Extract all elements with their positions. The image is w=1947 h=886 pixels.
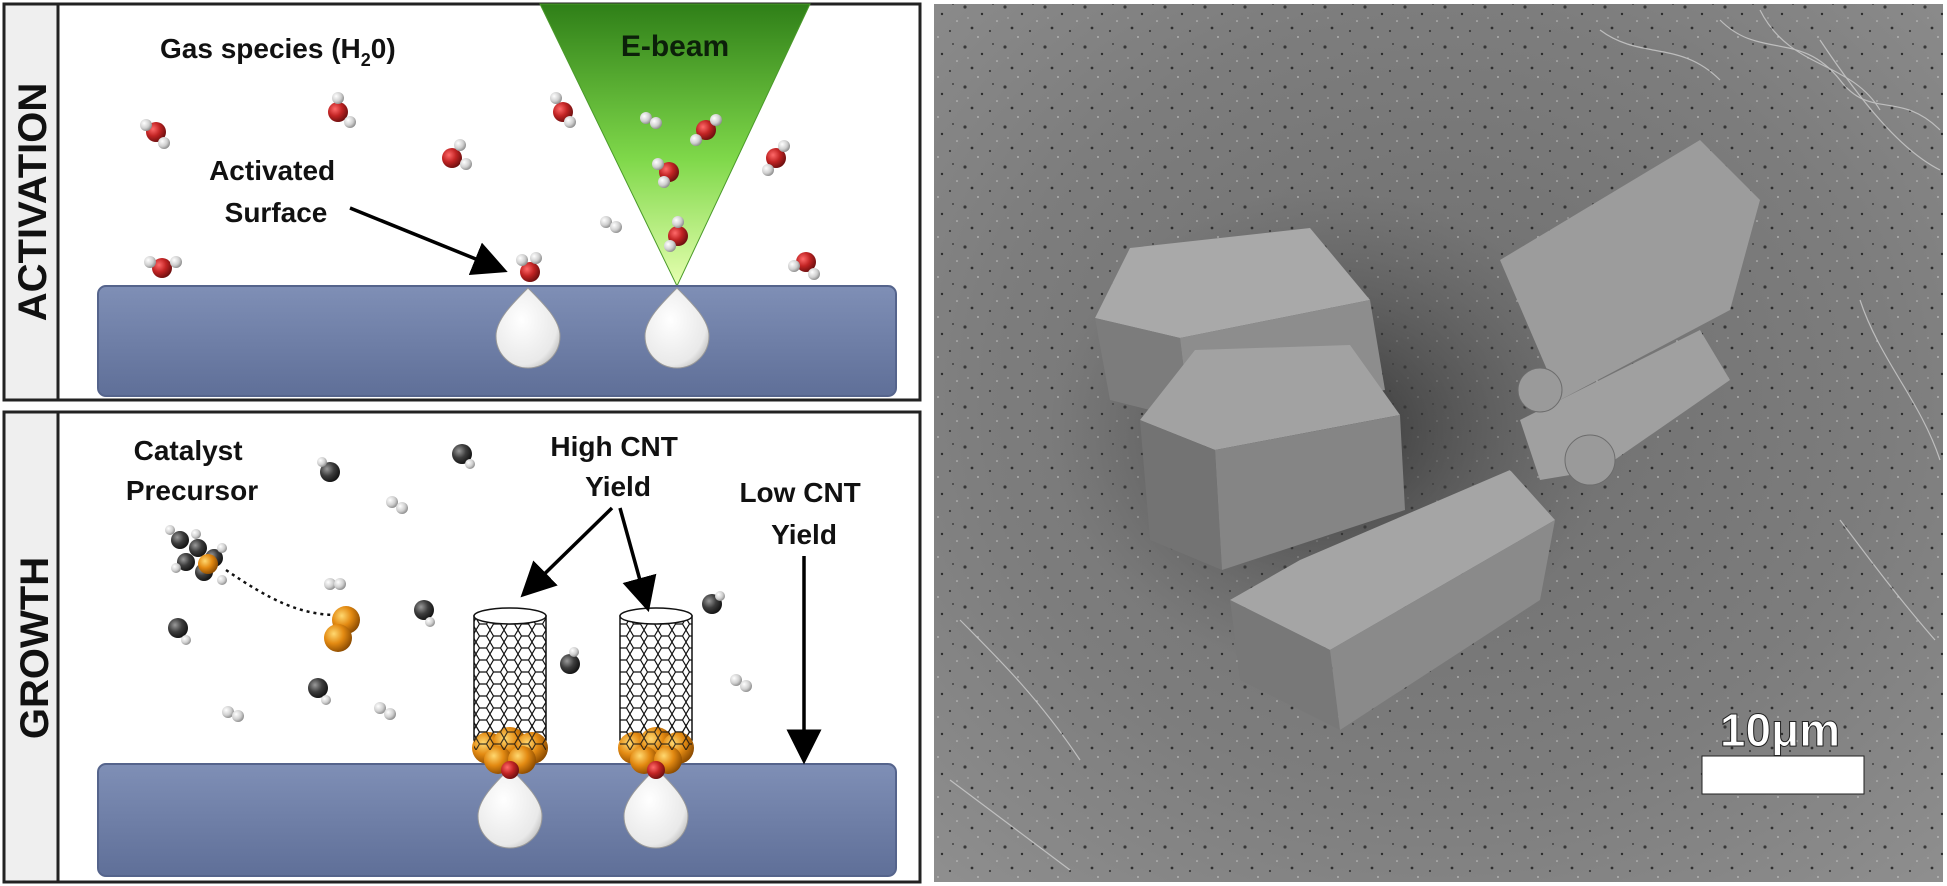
water-molecule (788, 252, 820, 280)
activation-side-tab (2, 2, 60, 402)
low-cnt-yield-label: Low CNT Yield (739, 477, 868, 550)
catalyst-atom-pair (324, 606, 360, 652)
water-molecule (550, 92, 576, 128)
carbon-atom (317, 457, 340, 482)
carbon-atom (168, 618, 191, 645)
growth-side-tab (2, 410, 60, 884)
gas-species-label: Gas species (H20) (160, 33, 396, 70)
high-cnt-arrow (618, 507, 657, 613)
ebeam-label: E-beam (621, 30, 729, 63)
water-molecule (516, 252, 542, 282)
carbon-atom (560, 647, 580, 674)
sem-micrograph: 10μm (934, 4, 1943, 882)
water-molecule (140, 119, 170, 149)
growth-panel: GROWTH (2, 410, 922, 884)
ebeam-cone (539, 3, 811, 288)
hydrogen-molecule (640, 112, 662, 129)
carbon-atom (702, 591, 725, 614)
water-molecule (762, 140, 790, 176)
high-cnt-arrow (520, 506, 614, 598)
activated-surface-label: Activated Surface (209, 155, 343, 228)
catalyst-precursor-label: Catalyst Precursor (126, 435, 258, 506)
precursor-decomposition-path (225, 568, 339, 617)
high-cnt-yield-label: High CNT Yield (550, 431, 685, 502)
scale-bar: 10μm (1701, 704, 1865, 795)
water-molecule (328, 92, 356, 128)
cnt-fiber-network (949, 9, 1941, 871)
growth-side-label: GROWTH (13, 557, 57, 739)
catalyst-droplet (623, 767, 689, 849)
water-molecule (664, 216, 688, 252)
hydrogen-molecule (600, 216, 622, 233)
catalyst-precursor-molecule (165, 525, 227, 585)
activation-panel: ACTIVATION E-beam Gas species (H20) Acti… (2, 2, 922, 402)
carbon-atom (414, 600, 435, 627)
cnt-pillar-structure (1095, 140, 1760, 730)
activated-surface-arrow (349, 206, 508, 276)
hydrogen-molecule (324, 578, 346, 590)
carbon-atom (452, 444, 475, 469)
activation-side-label: ACTIVATION (11, 83, 55, 322)
catalyst-droplet (477, 767, 543, 849)
hydrogen-molecule (386, 496, 408, 514)
scale-bar-label: 10μm (1720, 704, 1840, 756)
water-molecule (690, 114, 722, 146)
hydrogen-molecule (730, 674, 752, 692)
hydrogen-molecule (374, 702, 396, 720)
water-molecule (652, 158, 679, 188)
catalyst-droplet (644, 287, 710, 369)
carbon-atom (308, 678, 331, 705)
catalyst-droplet (495, 287, 561, 369)
carbon-nanotube (472, 607, 548, 779)
water-molecule (144, 256, 182, 278)
carbon-nanotube (618, 607, 694, 779)
water-molecule (442, 139, 472, 170)
hydrogen-molecule (222, 706, 244, 722)
